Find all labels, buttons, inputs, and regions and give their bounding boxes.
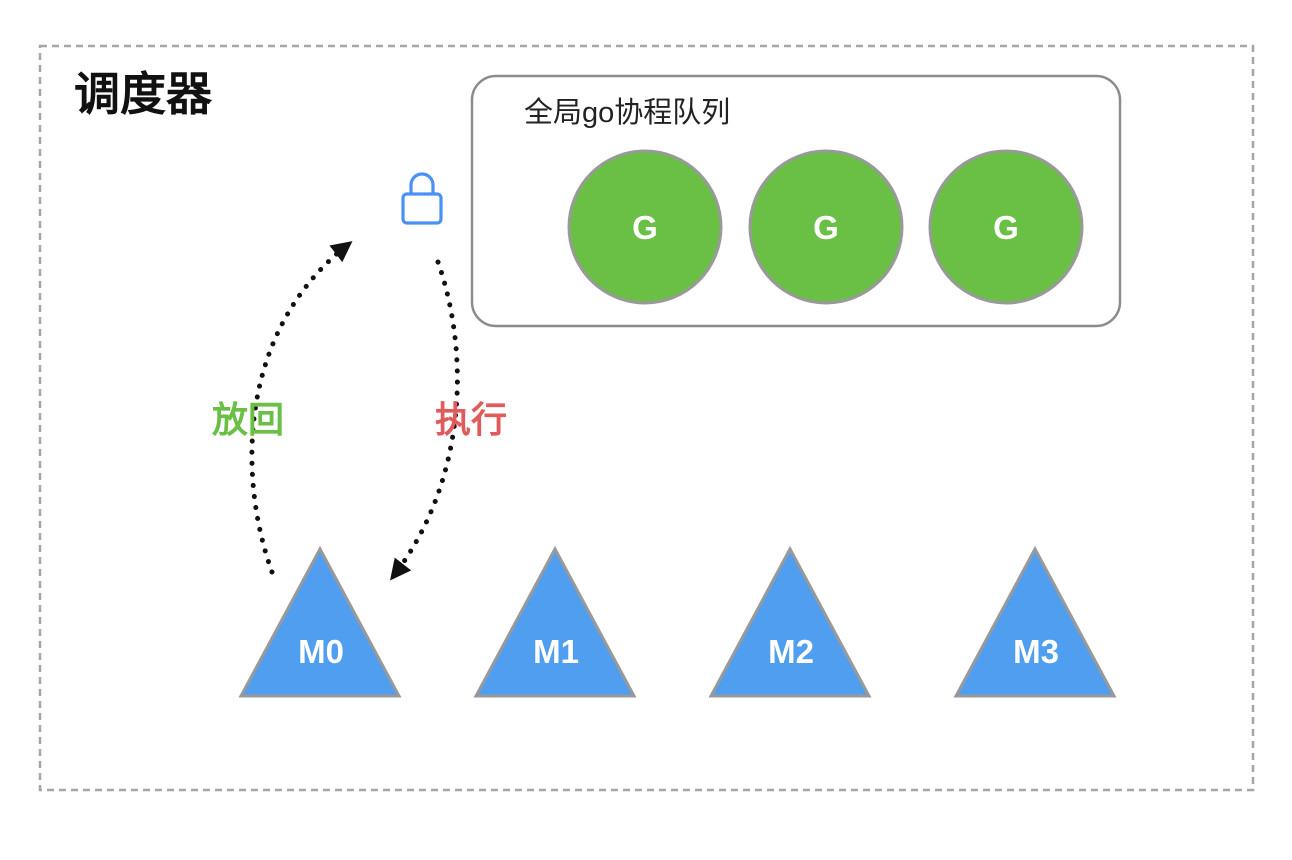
put-back-label: 放回	[212, 399, 284, 440]
machine-triangle	[473, 545, 637, 698]
put-back-arrow	[249, 240, 353, 575]
machine-node: M2	[708, 545, 872, 698]
execute-label: 执行	[435, 399, 507, 440]
execute-arrow	[389, 259, 460, 581]
goroutine-node: G	[748, 149, 904, 305]
machine-triangle	[953, 545, 1117, 698]
goroutine-circle	[567, 149, 723, 305]
lock-icon	[401, 172, 443, 225]
machine-node: M0	[238, 545, 402, 698]
machine-label: M0	[298, 633, 344, 670]
machine-label: M2	[768, 633, 814, 670]
machine-label: M3	[1013, 633, 1059, 670]
goroutine-label: G	[813, 209, 839, 246]
goroutine-label: G	[632, 209, 658, 246]
diagram-title: 调度器	[74, 68, 213, 120]
machine-node: M3	[953, 545, 1117, 698]
goroutine-label: G	[993, 209, 1019, 246]
scheduler-boundary	[38, 44, 1255, 792]
lock-body	[401, 192, 443, 225]
goroutine-node: G	[928, 149, 1084, 305]
machine-node: M1	[473, 545, 637, 698]
machine-triangle	[238, 545, 402, 698]
machine-triangle	[708, 545, 872, 698]
goroutine-circle	[748, 149, 904, 305]
goroutine-node: G	[567, 149, 723, 305]
global-queue-label: 全局go协程队列	[524, 96, 730, 129]
lock-shackle	[409, 172, 435, 194]
goroutine-circle	[928, 149, 1084, 305]
machine-label: M1	[533, 633, 579, 670]
